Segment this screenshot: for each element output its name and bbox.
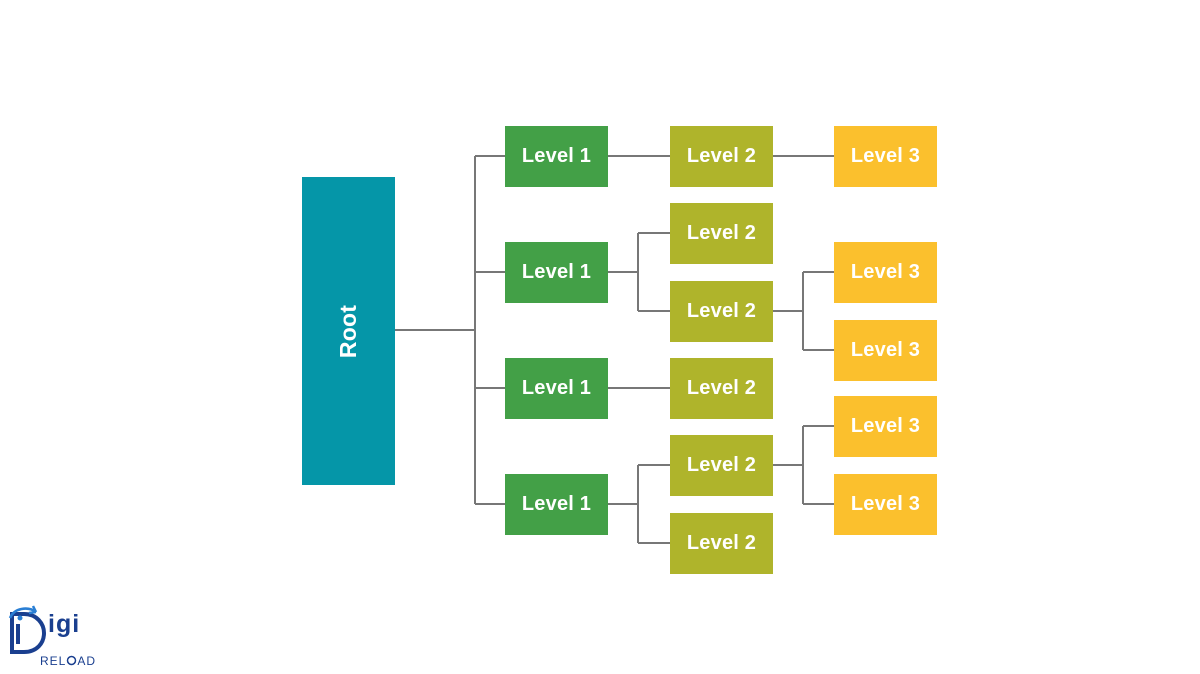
level3-node: Level 3 bbox=[834, 474, 937, 535]
level2-node: Level 2 bbox=[670, 358, 773, 419]
level1-node: Level 1 bbox=[505, 358, 608, 419]
root-label: Root bbox=[334, 304, 361, 358]
level2-node: Level 2 bbox=[670, 126, 773, 187]
level2-node: Level 2 bbox=[670, 513, 773, 574]
level1-node: Level 1 bbox=[505, 474, 608, 535]
level1-node: Level 1 bbox=[505, 242, 608, 303]
logo-d-icon bbox=[8, 605, 47, 654]
root-node: Root bbox=[302, 177, 395, 485]
logo-o-icon bbox=[67, 655, 77, 666]
level3-node: Level 3 bbox=[834, 320, 937, 381]
level3-node: Level 3 bbox=[834, 242, 937, 303]
logo-word: igi bbox=[48, 610, 81, 638]
level3-node: Level 3 bbox=[834, 126, 937, 187]
level2-node: Level 2 bbox=[670, 281, 773, 342]
level3-node: Level 3 bbox=[834, 396, 937, 457]
level2-node: Level 2 bbox=[670, 203, 773, 264]
level1-node: Level 1 bbox=[505, 126, 608, 187]
level2-node: Level 2 bbox=[670, 435, 773, 496]
